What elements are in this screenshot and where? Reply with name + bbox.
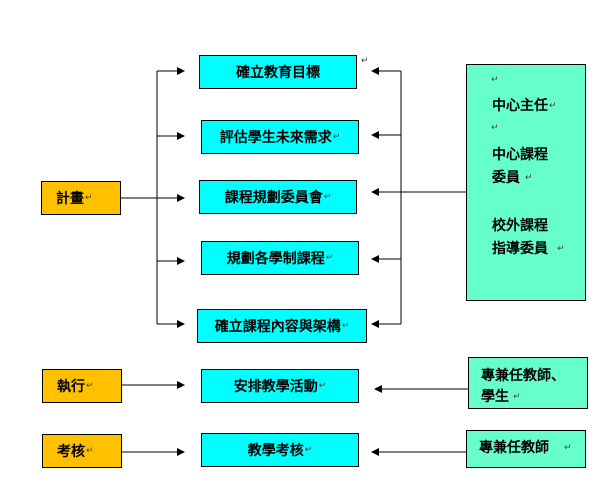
paragraph-mark: ↵ (491, 123, 499, 133)
panel-advisory-committee: 指導委員 (492, 241, 548, 257)
paragraph-mark: ↵ (491, 75, 499, 85)
paragraph-mark: ↵ (557, 244, 565, 254)
paragraph-mark: ↵ (513, 392, 521, 402)
paragraph-mark: ↵ (564, 443, 572, 453)
paragraph-mark: ↵ (304, 445, 313, 455)
label-plan: 計畫↵ (41, 181, 121, 215)
teachers-box-text: 專兼任教師 (479, 440, 549, 456)
staff-students-box: 專兼任教師、 學生 ↵ (468, 357, 588, 409)
panel-center-director: 中心主任 (492, 98, 548, 114)
box-student-needs: 評估學生未來需求↵ (201, 120, 359, 154)
paragraph-mark: ↵ (341, 321, 350, 331)
paragraph-mark: ↵ (86, 446, 94, 456)
paragraph-mark: ↵ (323, 192, 332, 202)
staff-students-line1: 專兼任教師、 (481, 368, 565, 384)
paragraph-mark: ↵ (325, 253, 334, 263)
box-teaching-activities-text: 安排教學活動 (233, 379, 318, 395)
panel-committee: 委員 (492, 170, 520, 186)
label-assess: 考核↵ (42, 434, 122, 468)
box-curriculum-committee-text: 課程規劃委員會 (224, 190, 323, 206)
panel-center-course: 中心課程 (492, 147, 548, 163)
paragraph-mark: ↵ (361, 56, 369, 66)
label-assess-text: 考核 (57, 444, 85, 460)
staff-students-line2: 學生 (481, 389, 509, 405)
paragraph-mark: ↵ (86, 381, 94, 391)
box-teaching-assessment: 教學考核↵ (201, 433, 359, 467)
label-execute-text: 執行 (57, 379, 85, 395)
box-plan-courses: 規劃各學制課程↵ (201, 241, 359, 275)
label-plan-text: 計畫 (56, 191, 84, 207)
label-execute: 執行↵ (42, 369, 122, 403)
box-education-goal-text: 確立教育目標 (236, 65, 320, 81)
box-education-goal: 確立教育目標 (199, 55, 357, 89)
paragraph-mark: ↵ (332, 132, 341, 142)
paragraph-mark: ↵ (318, 381, 327, 391)
box-teaching-activities: 安排教學活動↵ (201, 369, 359, 403)
box-student-needs-text: 評估學生未來需求 (219, 130, 332, 146)
panel-external-course: 校外課程 (492, 218, 548, 234)
paragraph-mark: ↵ (85, 193, 93, 203)
box-plan-courses-text: 規劃各學制課程 (226, 251, 325, 267)
box-course-content: 確立課程內容與架構↵ (197, 309, 367, 343)
committee-members-panel: ↵ 中心主任 ↵ ↵ 中心課程 委員 ↵ 校外課程 指導委員 ↵ (466, 64, 586, 301)
teachers-box: 專兼任教師 ↵ (466, 430, 586, 468)
paragraph-mark: ↵ (549, 101, 557, 111)
box-teaching-assessment-text: 教學考核 (247, 443, 304, 459)
paragraph-mark: ↵ (525, 173, 533, 183)
box-course-content-text: 確立課程內容與架構 (214, 319, 341, 335)
box-curriculum-committee: 課程規劃委員會↵ (199, 180, 357, 214)
